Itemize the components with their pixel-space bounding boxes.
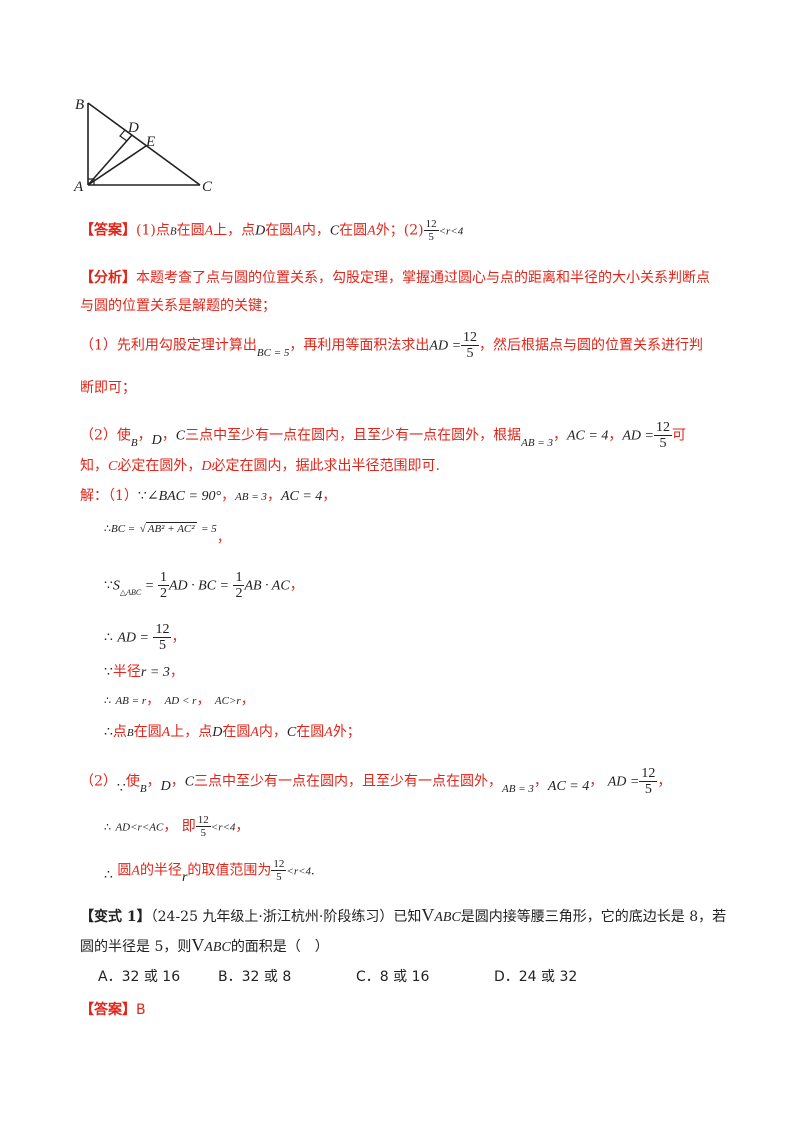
segment-ad bbox=[87, 134, 133, 186]
analysis-line-2: 与圆的位置关系是解题的关键； bbox=[80, 298, 276, 314]
label-d: D bbox=[127, 120, 139, 136]
right-angle-mark-d bbox=[119, 129, 128, 142]
label-a: A bbox=[73, 179, 84, 195]
solution-step-7: ∴点B在圆A上，点D在圆A内，C在圆A外； bbox=[104, 724, 361, 740]
part2-line: （2）使B，D，C三点中至少有一点在圆内，且至少有一点在圆外，根据AB = 3，… bbox=[80, 420, 686, 451]
segment-ae bbox=[87, 145, 147, 186]
analysis-line-1: 【分析】本题考查了点与圆的位置关系，勾股定理，掌握通过圆心与点的距离和半径的大小… bbox=[80, 270, 710, 286]
option-c[interactable]: C．8 或 16 bbox=[356, 969, 430, 985]
solution-step-5: ∵半径r = 3， bbox=[104, 664, 184, 680]
variant-question-line-2: 圆的半径是 5，则VABC的面积是（ ） bbox=[80, 935, 329, 955]
analysis-tag: 【分析】 bbox=[80, 270, 136, 286]
triangle-figure: B D E A C bbox=[73, 97, 213, 195]
solution-step-8: （2）∵使B，D，C三点中至少有一点在圆内，且至少有一点在圆外，AB = 3，A… bbox=[80, 766, 672, 797]
solution-step-1: 解：（1）∵∠BAC = 90°，AB = 3，AC = 4， bbox=[80, 488, 337, 504]
variant-answer-line: 【答案】B bbox=[80, 1002, 146, 1018]
label-e: E bbox=[145, 134, 155, 150]
right-angle-mark-a bbox=[88, 178, 95, 185]
part1-line-2: 断即可； bbox=[80, 380, 136, 396]
answer-tag: 【答案】 bbox=[80, 222, 136, 239]
part2-line-2: 知，C必定在圆外，D必定在圆内，据此求出半径范围即可. bbox=[80, 458, 440, 474]
variant-tag: 【变式 1】 bbox=[80, 909, 151, 925]
solution-step-6: ∴ AB = r， AD < r， AC>r， bbox=[104, 692, 255, 708]
solution-step-2: ∴BC = √AB² + AC² = 5， bbox=[104, 522, 231, 546]
variant-answer-tag: 【答案】 bbox=[80, 1002, 136, 1018]
label-c: C bbox=[202, 179, 213, 195]
variant-question-line-1: 【变式 1】（24-25 九年级上·浙江杭州·阶段练习）已知VABC是圆内接等腰… bbox=[80, 905, 727, 925]
label-b: B bbox=[75, 97, 84, 113]
option-a[interactable]: A．32 或 16 bbox=[98, 969, 181, 985]
side-bc bbox=[87, 102, 201, 186]
option-b[interactable]: B．32 或 8 bbox=[218, 969, 292, 985]
option-d[interactable]: D．24 或 32 bbox=[494, 969, 578, 985]
